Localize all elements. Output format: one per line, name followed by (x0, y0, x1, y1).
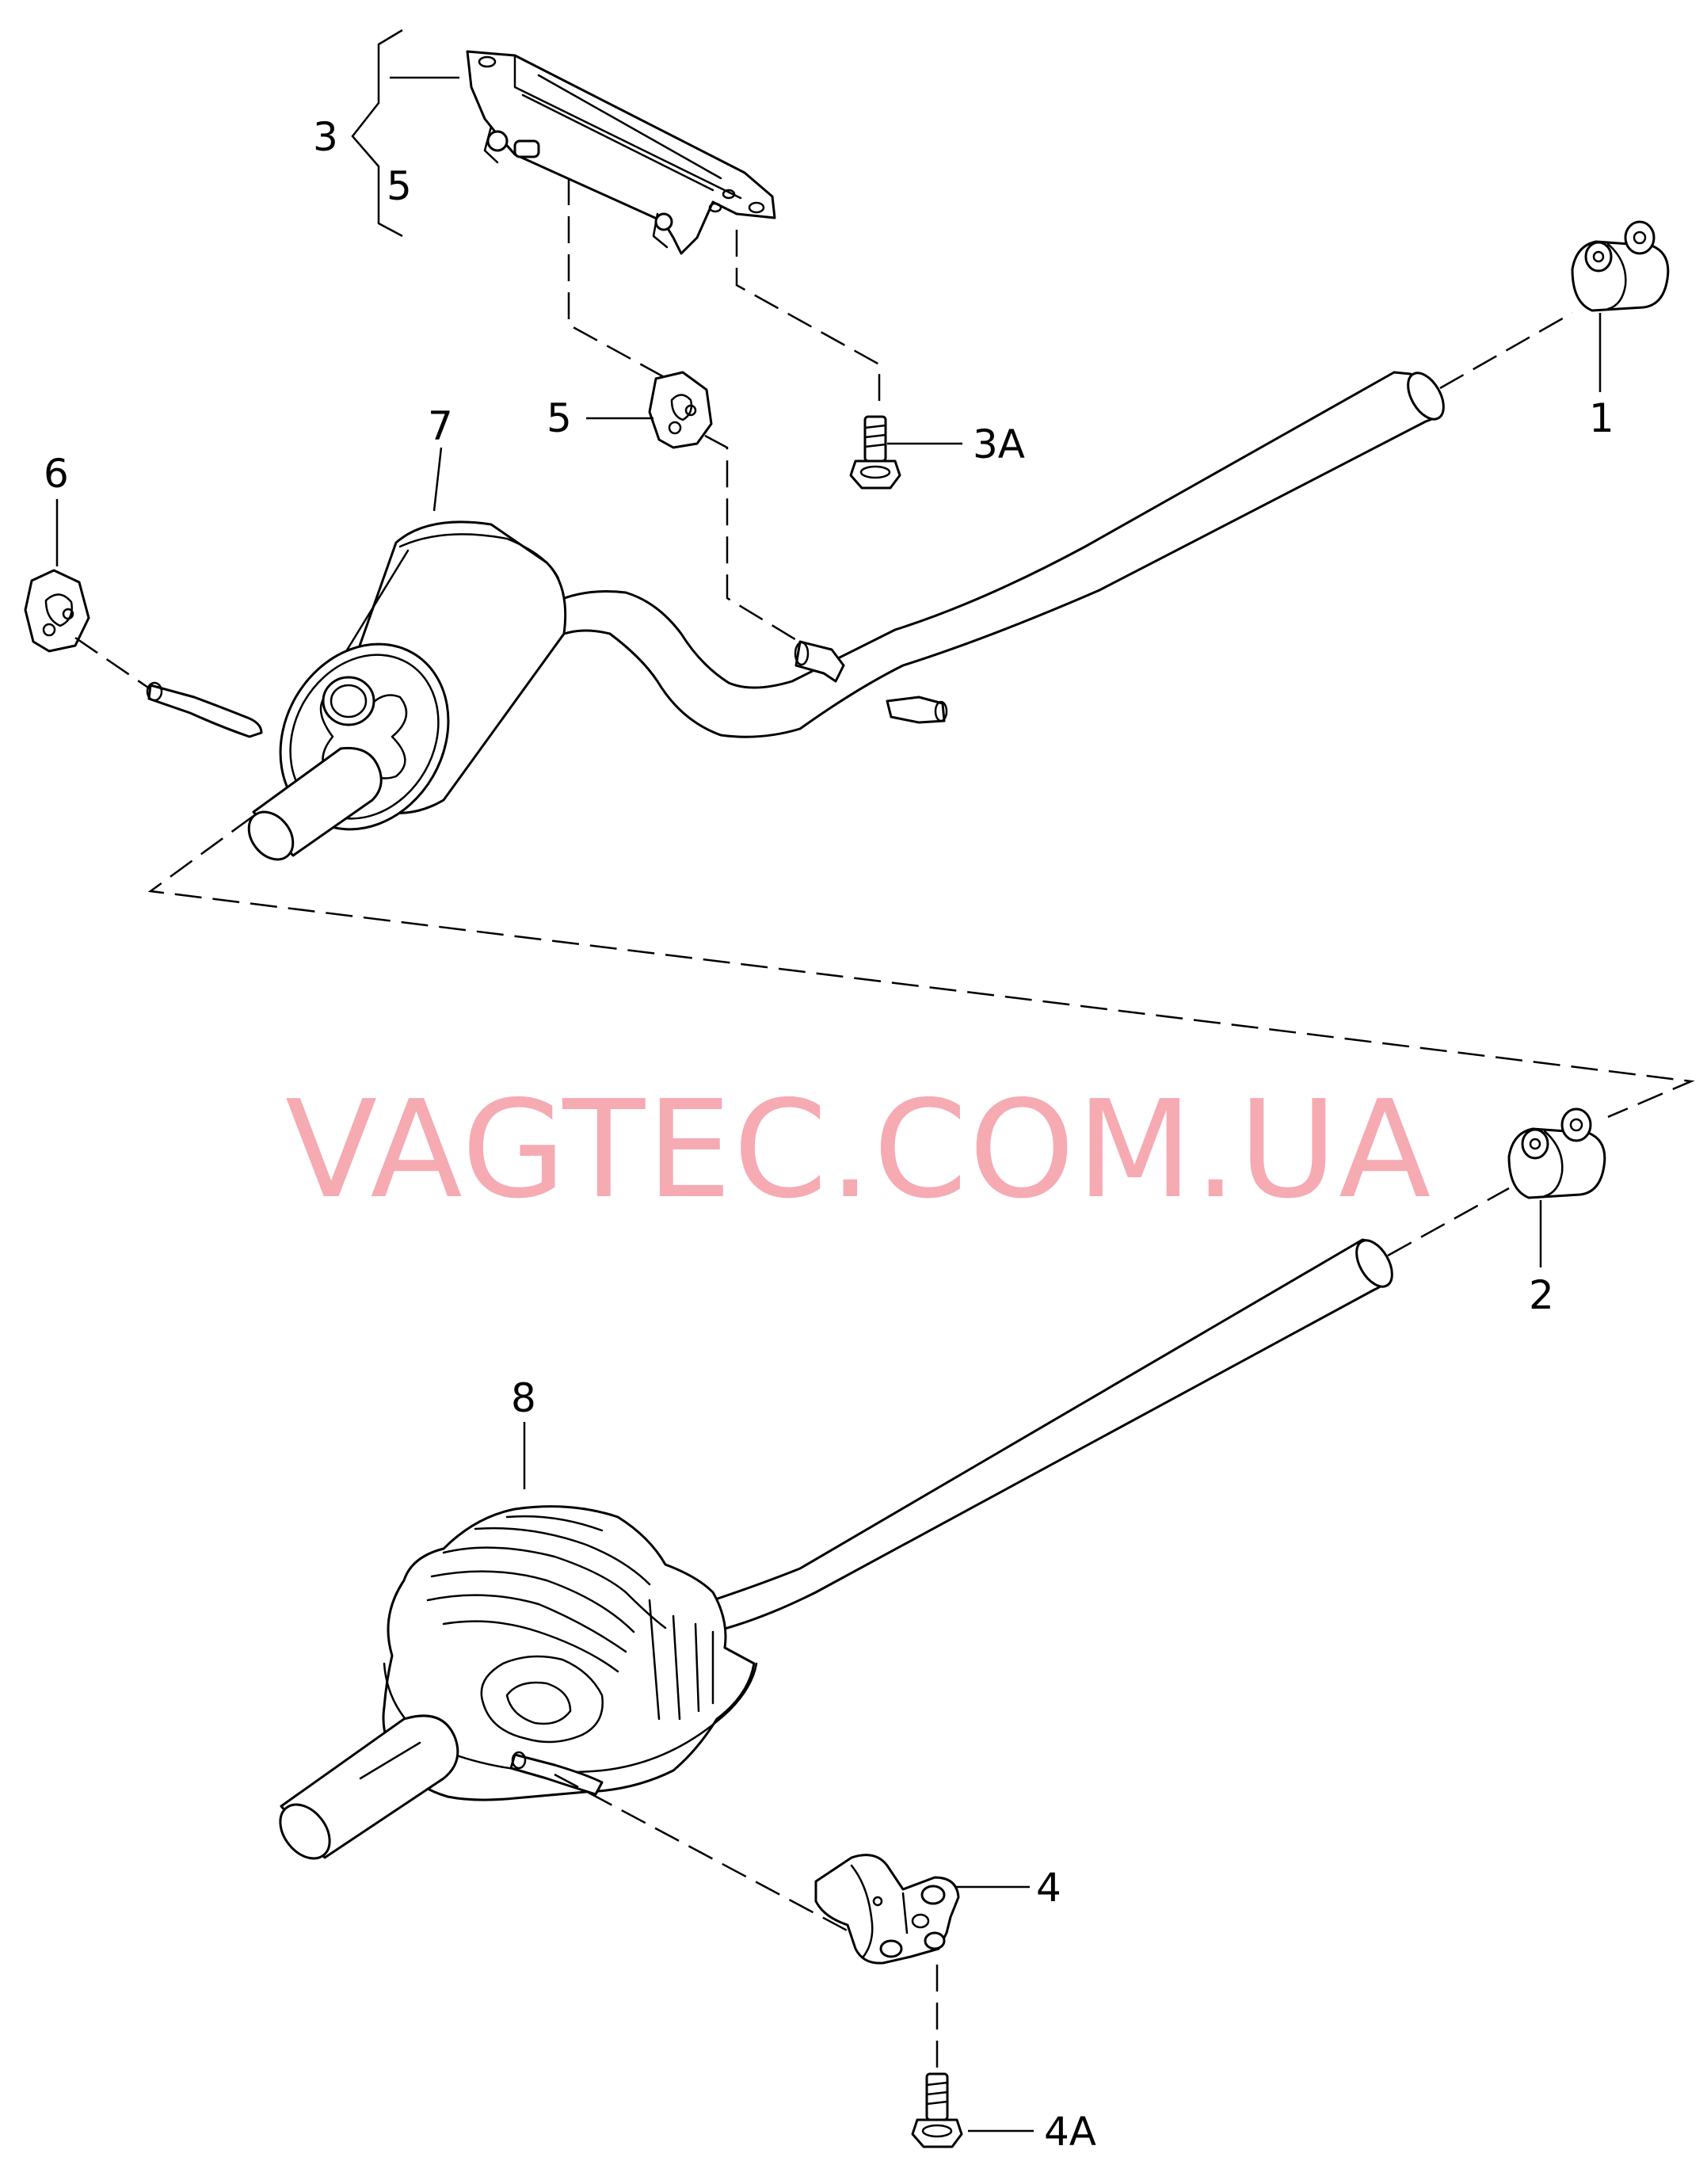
callout-2: 2 (1529, 1272, 1554, 1318)
callout-7: 7 (428, 403, 453, 449)
support-bracket (466, 50, 776, 255)
callout-brace (351, 29, 459, 238)
callout-6: 6 (44, 451, 69, 497)
leader-lines (55, 313, 1602, 2133)
callout-1: 1 (1589, 395, 1614, 441)
callout-3: 3 (313, 114, 338, 160)
watermark-text: VAGTEC.COM.UA (285, 1072, 1432, 1229)
callout-labels: 1 2 3 3A 4 4A 5 5 6 7 8 (44, 114, 1614, 2155)
centre-silencer-7 (146, 371, 1445, 861)
callout-4a: 4A (1044, 2109, 1096, 2155)
rear-bracket-4 (814, 1854, 960, 1965)
clamp-1 (1571, 220, 1670, 312)
clamp-2 (1507, 1107, 1606, 1199)
bolt-4a (911, 2072, 963, 2148)
rubber-mount-5 (648, 371, 713, 449)
callout-5-brace: 5 (387, 163, 412, 209)
rubber-mount-6 (24, 569, 90, 653)
callout-3a: 3A (973, 421, 1025, 467)
assembly-lines (74, 178, 1695, 2072)
rear-silencer-8 (279, 1238, 1393, 1860)
callout-5: 5 (547, 395, 572, 441)
callout-4: 4 (1036, 1865, 1061, 1911)
callout-8: 8 (511, 1375, 536, 1421)
bolt-3a (849, 415, 901, 490)
